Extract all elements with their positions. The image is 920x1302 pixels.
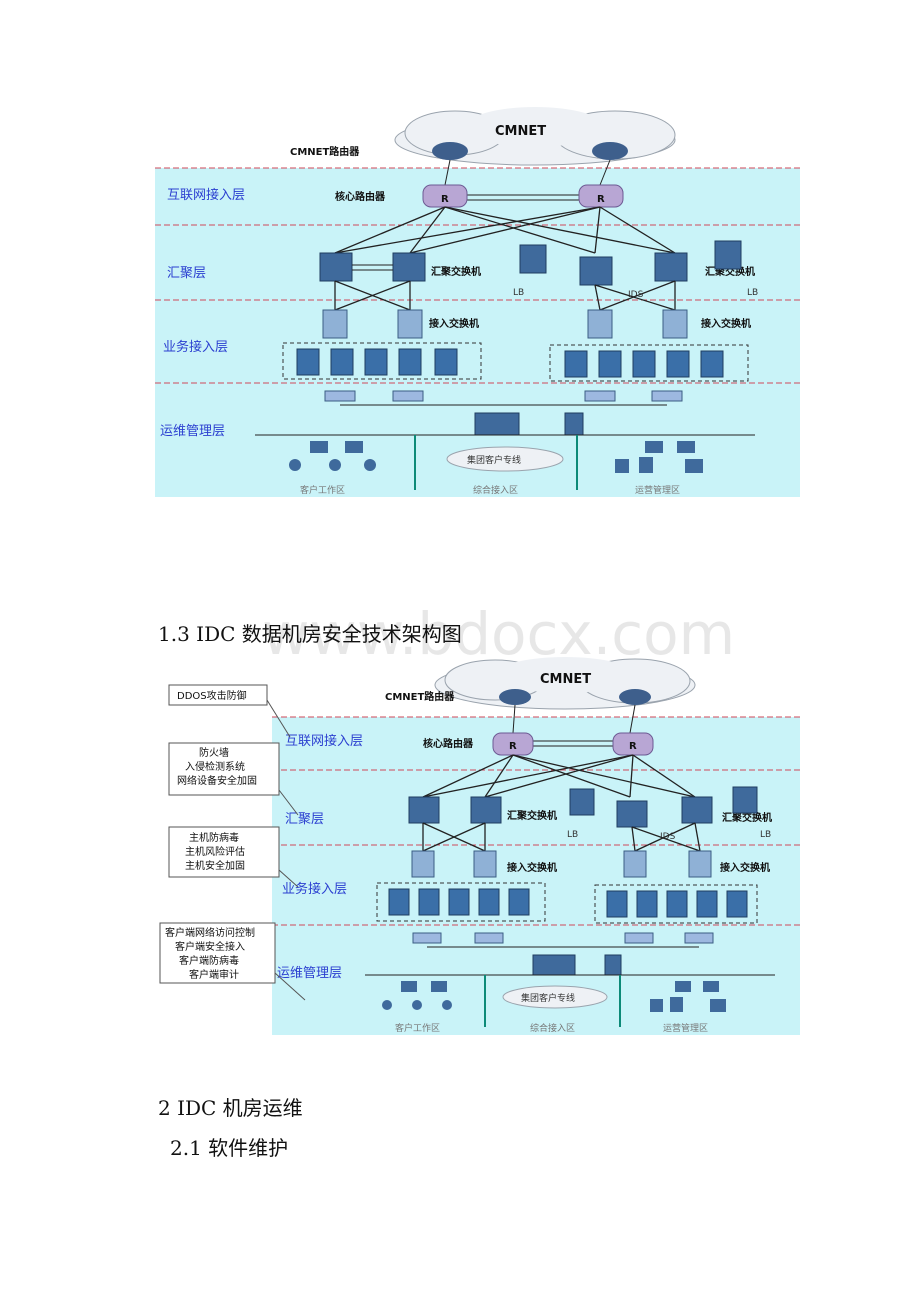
agg-switch-label: 汇聚交换机	[722, 811, 772, 824]
core-router-icon	[422, 184, 624, 208]
access-switch-icon	[322, 309, 688, 339]
callout-line: 主机安全加固	[185, 859, 245, 872]
network-architecture-diagram: CMNET CMNET路由器 R R 核心路由器 互联网接入层 汇聚层 业务接入…	[155, 107, 800, 497]
customer-line-label: 集团客户专线	[521, 992, 575, 1004]
aggregation-switch-icon	[408, 796, 713, 828]
callout-line: 客户端防病毒	[179, 954, 239, 967]
firewall-icon	[714, 240, 742, 270]
callout-line: 客户端安全接入	[175, 940, 245, 953]
lb-label: LB	[760, 830, 771, 840]
callout-line: 主机风险评估	[185, 845, 245, 858]
zone-label-access: 综合接入区	[530, 1022, 575, 1034]
firewall-icon	[569, 788, 595, 816]
ops-switch-icon	[412, 932, 714, 944]
workstation-icon	[382, 981, 726, 1012]
zone-label-access: 综合接入区	[473, 484, 518, 496]
layer-label-ops: 运维管理层	[277, 966, 342, 981]
callout-line: 网络设备安全加固	[177, 774, 257, 787]
router-letter: R	[509, 741, 517, 752]
firewall-icon	[732, 786, 758, 814]
lb-label: LB	[567, 830, 578, 840]
callout-ddos: DDOS攻击防御	[168, 684, 291, 738]
customer-line-cloud	[502, 985, 608, 1009]
cmnet-router-icon	[499, 689, 531, 705]
aggregation-switch-icon	[319, 252, 688, 286]
cmnet-router-label: CMNET路由器	[290, 145, 360, 158]
callout-line: 客户端审计	[189, 968, 239, 981]
layer-label-internet: 互联网接入层	[167, 187, 245, 203]
cmnet-router-icon	[432, 142, 628, 160]
core-router-label: 核心路由器	[423, 737, 474, 750]
agg-switch-label: 汇聚交换机	[431, 265, 481, 278]
ops-core-switch-icon	[532, 954, 576, 976]
access-switch-label: 接入交换机	[701, 317, 751, 330]
callout-host-security: 主机防病毒 主机风险评估 主机安全加固	[168, 826, 299, 888]
server-icon	[388, 888, 748, 918]
server-group-right	[549, 344, 749, 382]
ops-core-switch-icon	[474, 412, 520, 436]
callout-client-security: 客户端网络访问控制 客户端安全接入 客户端防病毒 客户端审计	[159, 922, 306, 1001]
zone-label-customer: 客户工作区	[300, 484, 345, 496]
layer-label-internet: 互联网接入层	[285, 733, 363, 749]
section-heading-2: 2 IDC 机房运维	[158, 1096, 303, 1120]
ops-firewall-icon	[604, 954, 622, 976]
callout-line: DDOS攻击防御	[177, 689, 247, 702]
server-group-left	[282, 342, 482, 380]
access-switch-icon	[411, 850, 712, 878]
zone-label-ops: 运营管理区	[663, 1022, 708, 1034]
layer-label-aggregation: 汇聚层	[167, 266, 206, 281]
server-icon	[296, 348, 724, 378]
lb-label: LB	[747, 288, 758, 298]
customer-line-cloud	[446, 446, 564, 472]
access-switch-label: 接入交换机	[429, 317, 479, 330]
callout-network-security: 防火墙 入侵检测系统 网络设备安全加固	[168, 742, 299, 816]
router-letter: R	[597, 194, 605, 205]
layer-label-service: 业务接入层	[282, 881, 347, 897]
workstation-icon	[289, 441, 703, 473]
router-letter: R	[441, 194, 449, 205]
layer-label-service: 业务接入层	[163, 339, 228, 355]
layer-label-ops: 运维管理层	[160, 424, 225, 439]
section-heading-2-1: 2.1 软件维护	[170, 1136, 289, 1160]
security-architecture-diagram: CMNET CMNET路由器 R R 核心路由器 互联网接入层 汇聚层 业务接入…	[159, 657, 800, 1035]
access-switch-label: 接入交换机	[507, 861, 557, 874]
callout-line: 入侵检测系统	[185, 760, 245, 773]
access-switch-label: 接入交换机	[720, 861, 770, 874]
callout-line: 主机防病毒	[189, 831, 239, 844]
watermark: www.bdocx.com	[262, 600, 736, 668]
cloud-title: CMNET	[495, 124, 546, 139]
ids-label: IDS	[628, 290, 644, 300]
customer-line-label: 集团客户专线	[467, 454, 521, 466]
ops-firewall-icon	[564, 412, 584, 436]
zone-label-customer: 客户工作区	[395, 1022, 440, 1034]
core-router-label: 核心路由器	[335, 190, 386, 203]
zone-label-ops: 运营管理区	[635, 484, 680, 496]
ops-switch-icon	[324, 390, 683, 402]
router-letter: R	[629, 741, 637, 752]
agg-switch-label: 汇聚交换机	[507, 809, 557, 822]
callout-line: 防火墙	[199, 746, 229, 759]
lb-label: LB	[513, 288, 524, 298]
cmnet-router-label: CMNET路由器	[385, 690, 455, 703]
ids-label: IDS	[660, 832, 676, 842]
server-group-left	[376, 882, 546, 922]
cloud-title: CMNET	[540, 672, 591, 687]
layer-label-aggregation: 汇聚层	[285, 812, 324, 827]
server-group-right	[594, 884, 758, 924]
firewall-icon	[519, 244, 547, 274]
cmnet-router-icon	[619, 689, 651, 705]
section-heading-1-3: 1.3 IDC 数据机房安全技术架构图	[158, 622, 462, 646]
callout-line: 客户端网络访问控制	[165, 926, 255, 939]
